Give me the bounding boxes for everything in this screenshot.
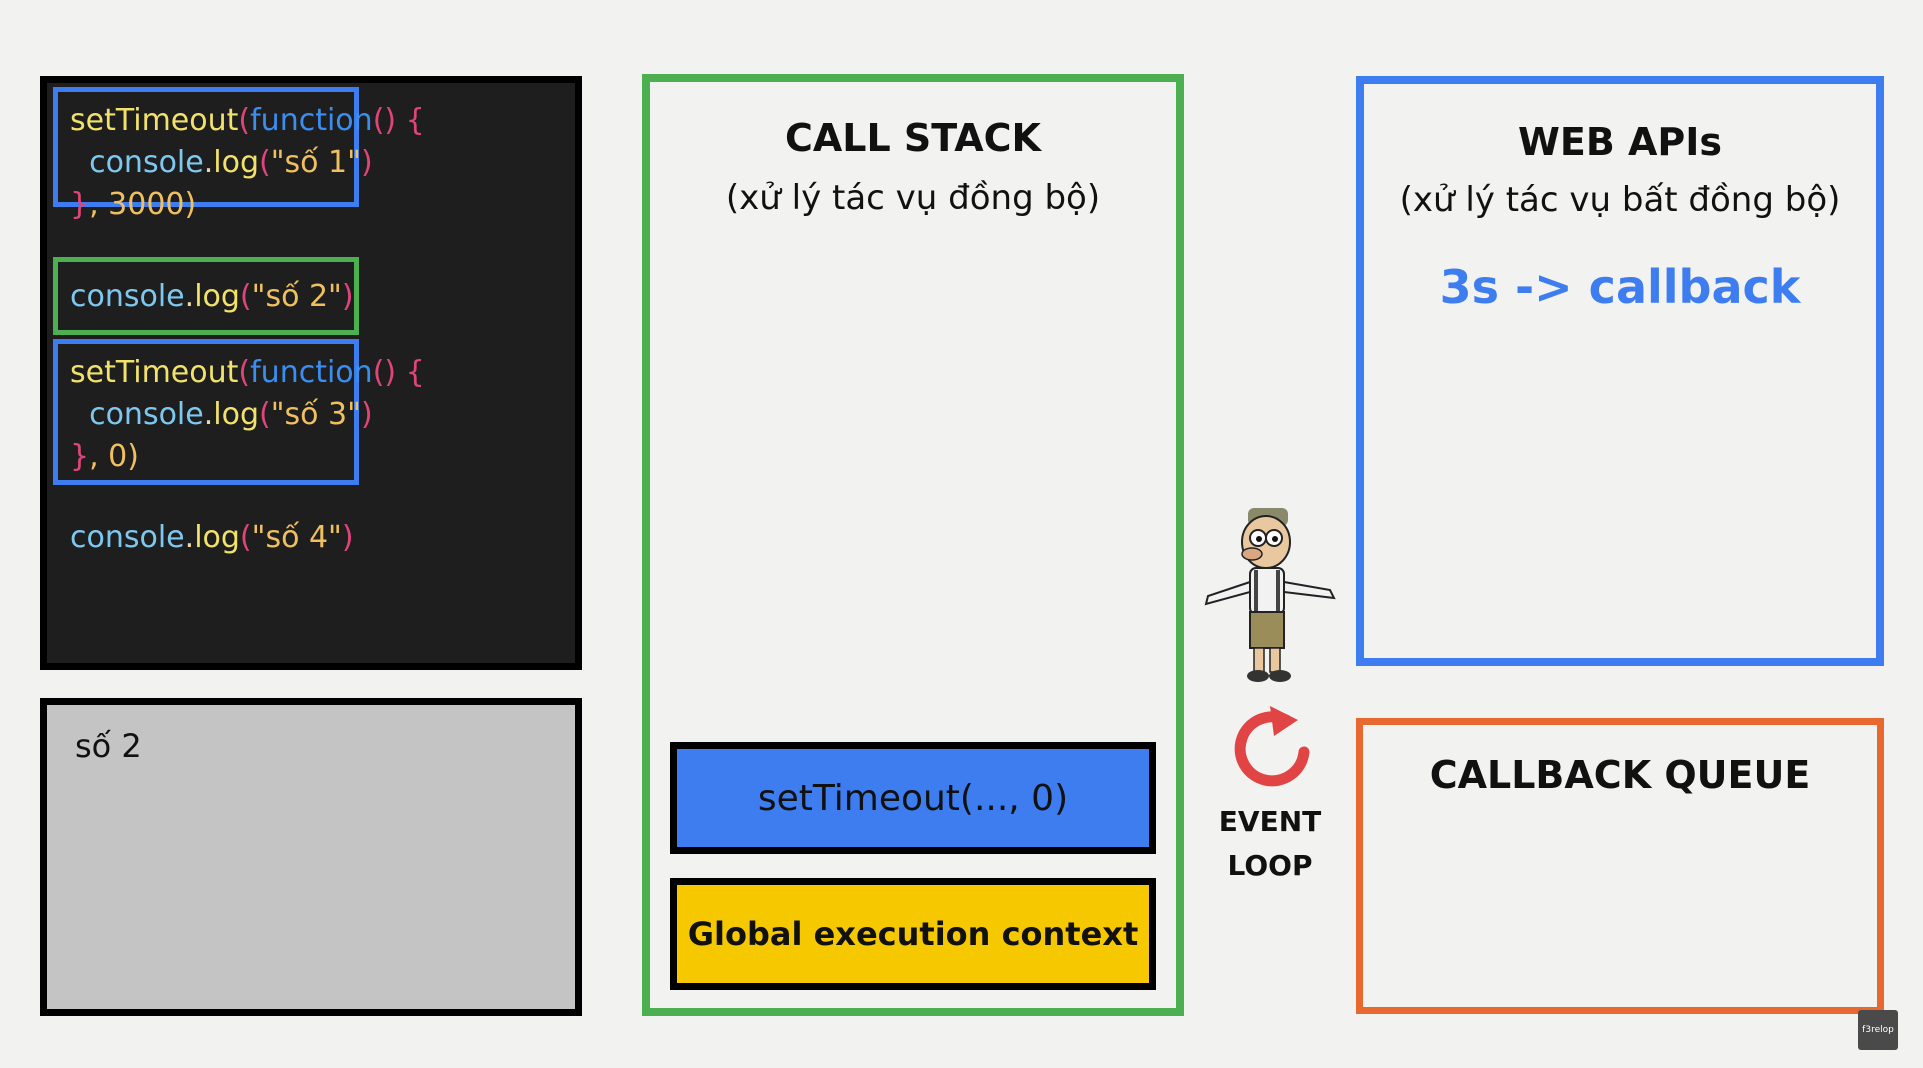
stack-frame-settimeout: setTimeout(..., 0) bbox=[670, 742, 1156, 854]
code-token: log bbox=[194, 520, 240, 555]
code-token: { bbox=[396, 103, 425, 138]
stack-frame-global-execution-context: Global execution context bbox=[670, 878, 1156, 990]
code-indent bbox=[70, 397, 89, 432]
code-token: ( bbox=[239, 520, 252, 555]
code-block-console-log-4: console.log("số 4") bbox=[53, 509, 393, 569]
code-token: ( bbox=[239, 279, 252, 314]
code-token: function bbox=[250, 103, 373, 138]
code-token: setTimeout bbox=[70, 355, 239, 390]
code-token: ( bbox=[238, 355, 251, 390]
code-token: } bbox=[70, 439, 90, 474]
web-apis-subtitle: (xử lý tác vụ bất đồng bộ) bbox=[1399, 180, 1841, 220]
code-token: , 0) bbox=[89, 439, 139, 474]
web-apis-panel: WEB APIs (xử lý tác vụ bất đồng bộ) 3s -… bbox=[1356, 76, 1884, 666]
event-loop-mascot-illustration bbox=[1204, 508, 1336, 682]
code-token: log bbox=[213, 145, 259, 180]
code-panel: setTimeout(function() { console.log("số … bbox=[40, 76, 582, 670]
code-token: ) bbox=[360, 397, 373, 432]
code-token: console bbox=[89, 397, 204, 432]
code-token: setTimeout bbox=[70, 103, 239, 138]
code-token: "số 4" bbox=[251, 520, 342, 555]
code-token: } bbox=[70, 187, 90, 222]
code-token: . bbox=[203, 145, 214, 180]
console-output-line: số 2 bbox=[75, 727, 142, 765]
code-token: ( bbox=[259, 397, 271, 432]
code-token: log bbox=[194, 279, 240, 314]
brand-logo: f3relop bbox=[1858, 1010, 1898, 1050]
code-token: "số 3" bbox=[270, 397, 361, 432]
event-loop-label: EVENT LOOP bbox=[1200, 800, 1340, 888]
event-loop-label-line: LOOP bbox=[1227, 849, 1313, 882]
code-token: ) bbox=[341, 520, 354, 555]
callback-queue-panel: CALLBACK QUEUE bbox=[1356, 718, 1884, 1014]
web-api-timer-item: 3s -> callback bbox=[1439, 260, 1801, 314]
code-token: console bbox=[89, 145, 204, 180]
call-stack-title: CALL STACK bbox=[784, 116, 1042, 160]
code-token: ( bbox=[259, 145, 271, 180]
code-block-settimeout-1: setTimeout(function() { console.log("số … bbox=[53, 87, 425, 222]
brand-logo-text: f3relop bbox=[1862, 1025, 1894, 1035]
code-token: { bbox=[396, 355, 425, 390]
code-indent bbox=[70, 145, 89, 180]
code-token: () bbox=[372, 103, 397, 138]
code-token: . bbox=[184, 520, 195, 555]
event-loop-label-line: EVENT bbox=[1218, 805, 1322, 838]
code-token: "số 2" bbox=[251, 279, 342, 314]
call-stack-subtitle: (xử lý tác vụ đồng bộ) bbox=[725, 178, 1101, 218]
code-token: . bbox=[203, 397, 214, 432]
code-token: function bbox=[250, 355, 373, 390]
code-block-settimeout-3: setTimeout(function() { console.log("số … bbox=[53, 339, 425, 485]
code-token: console bbox=[70, 520, 185, 555]
code-token: , 3000) bbox=[89, 187, 197, 222]
code-token: ) bbox=[360, 145, 373, 180]
code-token: () bbox=[372, 355, 397, 390]
callback-queue-title: CALLBACK QUEUE bbox=[1429, 753, 1811, 797]
web-apis-title: WEB APIs bbox=[1517, 120, 1723, 164]
code-token: ) bbox=[341, 279, 354, 314]
code-token: . bbox=[184, 279, 195, 314]
code-block-console-log-2: console.log("số 2") bbox=[53, 257, 359, 335]
code-token: console bbox=[70, 279, 185, 314]
call-stack-panel: CALL STACK (xử lý tác vụ đồng bộ) setTim… bbox=[642, 74, 1184, 1016]
refresh-arrow-icon bbox=[1234, 706, 1310, 787]
console-output-panel: số 2 bbox=[40, 698, 582, 1016]
code-token: "số 1" bbox=[270, 145, 361, 180]
code-token: ( bbox=[238, 103, 251, 138]
code-token: log bbox=[213, 397, 259, 432]
